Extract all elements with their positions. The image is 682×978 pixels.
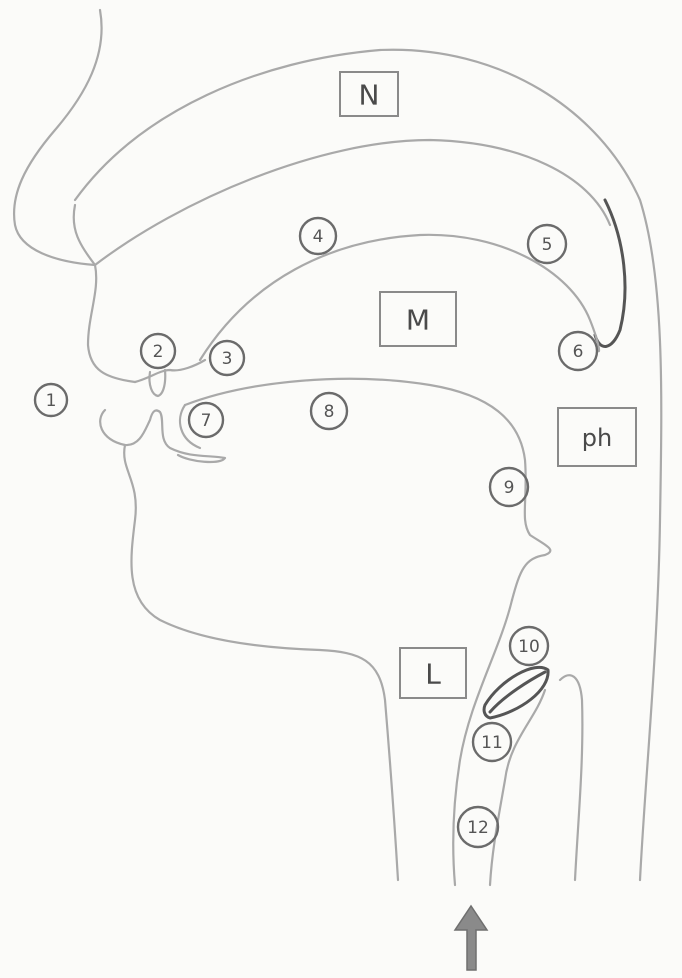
point-marker-8: 8 [311, 393, 347, 429]
point-marker-1: 1 [35, 384, 67, 416]
point-marker-2: 2 [141, 334, 175, 368]
region-label-nasal: N [340, 72, 398, 116]
point-marker-7: 7 [189, 403, 223, 437]
airflow-arrow-icon [455, 906, 487, 970]
point-marker-11: 11 [473, 723, 511, 761]
region-label-nasal-text: N [359, 79, 380, 112]
nasal-floor [74, 140, 610, 265]
region-label-mouth: M [380, 292, 456, 346]
point-label-8: 8 [324, 402, 335, 422]
point-label-6: 6 [573, 342, 584, 362]
point-marker-12: 12 [458, 807, 498, 847]
trachea-back [490, 690, 545, 885]
point-label-1: 1 [46, 391, 57, 411]
point-label-9: 9 [504, 478, 515, 498]
region-label-pharynx: ph [558, 408, 636, 466]
chin-jaw [124, 445, 398, 880]
point-marker-6: 6 [559, 332, 597, 370]
nasal-cavity-roof [75, 50, 661, 880]
point-label-12: 12 [467, 818, 489, 838]
point-marker-5: 5 [528, 225, 566, 263]
point-marker-3: 3 [210, 341, 244, 375]
esophagus-front [560, 675, 582, 880]
point-marker-9: 9 [490, 468, 528, 506]
region-label-pharynx-text: ph [582, 424, 612, 452]
point-label-10: 10 [518, 637, 540, 657]
point-marker-10: 10 [510, 627, 548, 665]
point-marker-4: 4 [300, 218, 336, 254]
point-label-11: 11 [481, 733, 503, 753]
region-label-larynx-text: L [425, 658, 441, 691]
point-label-7: 7 [201, 411, 212, 431]
point-label-3: 3 [222, 349, 233, 369]
face-profile-outline [14, 10, 135, 382]
tongue-surface [185, 379, 550, 600]
hard-palate [200, 235, 599, 360]
region-label-mouth-text: M [406, 304, 430, 337]
region-label-larynx: L [400, 648, 466, 698]
point-label-4: 4 [313, 227, 324, 247]
velum [595, 200, 625, 346]
point-label-2: 2 [153, 342, 164, 362]
point-label-5: 5 [542, 235, 553, 255]
